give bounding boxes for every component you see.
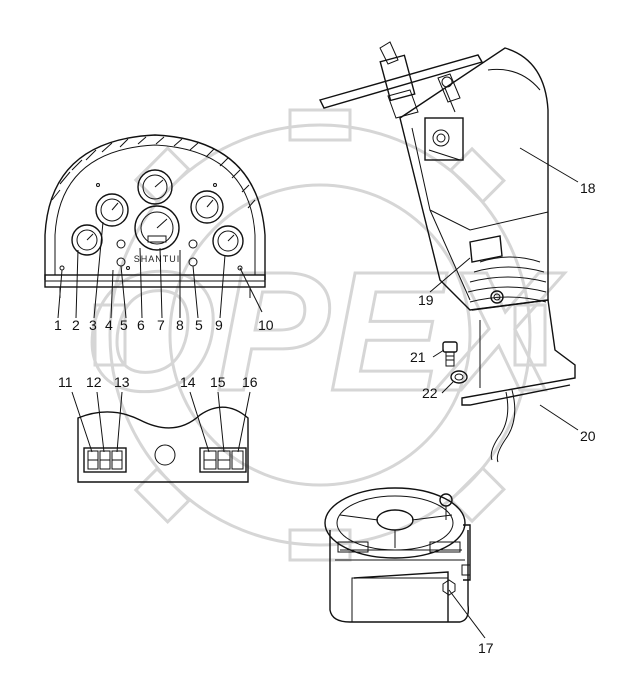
- watermark: OPEX: [82, 108, 566, 562]
- steering-knob: [439, 493, 453, 520]
- callout-6: 6: [137, 317, 145, 333]
- switch-group-right: [199, 447, 247, 473]
- watermark-text: OPEX: [84, 237, 565, 427]
- instrument-panel: SHANTUI: [44, 134, 266, 319]
- callout-17: 17: [478, 640, 494, 656]
- gauge-right-upper: [190, 190, 224, 224]
- indicator-lamp: [116, 239, 126, 249]
- callout-5b: 5: [195, 317, 203, 333]
- callout-5a: 5: [120, 317, 128, 333]
- gauge-center-tachometer: [134, 205, 180, 251]
- corrugated-boot: [467, 256, 547, 304]
- callout-20: 20: [580, 428, 596, 444]
- steering-wheel-top: [318, 41, 484, 119]
- bolt-21: [442, 341, 458, 367]
- callout-21: 21: [410, 349, 426, 365]
- hood-hatching: [51, 136, 256, 209]
- callout-10: 10: [258, 317, 274, 333]
- callout-19: 19: [418, 292, 434, 308]
- washer-22: [450, 370, 468, 384]
- callout-4: 4: [105, 317, 113, 333]
- callout-12: 12: [86, 374, 102, 390]
- steering-column-assembly: [318, 41, 579, 463]
- gauge-right-lower: [212, 225, 244, 257]
- callout-11: 11: [58, 374, 73, 390]
- gauge-left-lower: [71, 224, 103, 256]
- gauge-top: [137, 169, 173, 205]
- gauge-left-upper: [95, 193, 129, 227]
- callout-9: 9: [215, 317, 223, 333]
- callout-1: 1: [54, 317, 62, 333]
- watermark-gear: [93, 108, 547, 562]
- callout-13: 13: [114, 374, 130, 390]
- callout-14: 14: [180, 374, 196, 390]
- column-bracket: [424, 117, 464, 161]
- indicator-lamp: [188, 239, 198, 249]
- callout-18: 18: [580, 180, 596, 196]
- callout-2: 2: [72, 317, 80, 333]
- switch-panel: [71, 391, 251, 483]
- callout-3: 3: [89, 317, 97, 333]
- steering-wheel-assembly: [324, 487, 486, 639]
- switch-group-left: [83, 447, 127, 473]
- callout-22: 22: [422, 385, 438, 401]
- callout-8: 8: [176, 317, 184, 333]
- callout-15: 15: [210, 374, 226, 390]
- panel-brand-text: SHANTUI: [134, 254, 181, 264]
- callout-16: 16: [242, 374, 258, 390]
- callout-7: 7: [157, 317, 165, 333]
